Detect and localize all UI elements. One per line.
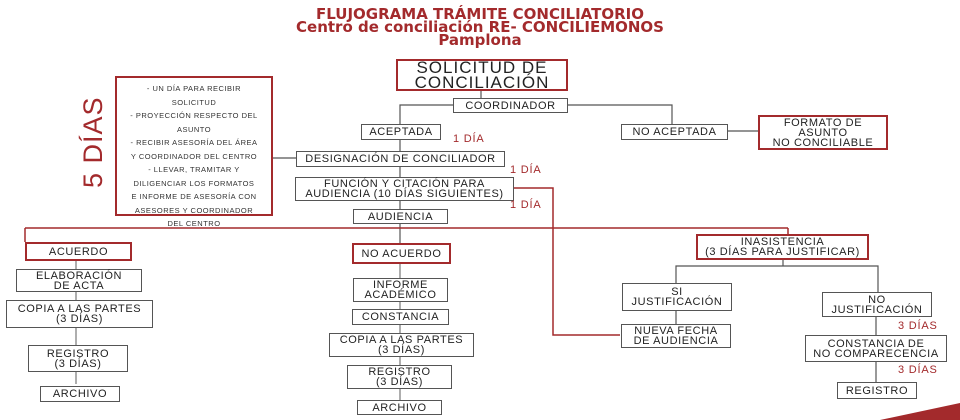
side-note-line: - RECIBIR ASESORÍA DEL ÁREA [130,138,258,147]
node-registro-inasistencia: REGISTRO [837,382,917,399]
node-nueva-fecha: NUEVA FECHA DE AUDIENCIA [621,324,731,348]
side-note-line: DILIGENCIAR LOS FORMATOS [133,178,255,188]
side-note-line: SOLICITUD [171,97,217,107]
page-title: FLUJOGRAMA TRÁMITE CONCILIATORIO [316,5,644,23]
time-label: 3 DÍAS [898,364,938,376]
node-constancia-no-comparecencia: CONSTANCIA DE NO COMPARECENCIA [805,335,947,362]
side-note-line: - PROYECCIÓN RESPECTO DEL [130,111,258,120]
node-no-acuerdo-step: REGISTRO (3 DÍAS) [347,365,452,389]
side-note-line: Y COORDINADOR DEL CENTRO [130,151,258,161]
node-no-acuerdo-step: ARCHIVO [357,400,442,415]
node-audiencia: AUDIENCIA [353,209,448,224]
corner-decoration [880,403,960,420]
node-no-acuerdo: NO ACUERDO [352,243,451,264]
node-solicitud: SOLICITUD DE CONCILIACIÓN [396,59,568,91]
node-no-acuerdo-step: CONSTANCIA [352,309,449,325]
side-note-line: - UN DÍA PARA RECIBIR [146,84,242,93]
node-si-justificacion: SI JUSTIFICACIÓN [622,283,732,311]
node-acuerdo-step: REGISTRO (3 DÍAS) [28,345,128,372]
node-no-acuerdo-step: INFORME ACADÉMICO [353,278,448,302]
node-formato-no-conciliable: FORMATO DE ASUNTO NO CONCILIABLE [758,115,888,150]
side-note-box: - UN DÍA PARA RECIBIR SOLICITUD - PROYEC… [115,76,273,228]
time-label: 1 DÍA [510,164,542,176]
node-no-justificacion: NO JUSTIFICACIÓN [822,292,932,317]
side-note-line: E INFORME DE ASESORÍA CON [131,192,257,201]
node-acuerdo-step: ELABORACIÓN DE ACTA [16,269,142,292]
connector [514,187,620,336]
side-note-line: - LLEVAR, TRAMITAR Y [148,165,240,174]
node-acuerdo: ACUERDO [25,242,132,261]
time-label: 3 DÍAS [898,320,938,332]
node-no-acuerdo-step: COPIA A LAS PARTES (3 DÍAS) [329,333,474,357]
node-funcion-citacion: FUNCIÓN Y CITACIÓN PARA AUDIENCIA (10 DÍ… [295,177,514,201]
five-days-label: 5 DÍAS [78,96,108,188]
connector [675,265,879,292]
side-note-line: ASUNTO [176,124,212,134]
node-coordinador: COORDINADOR [453,98,568,113]
node-no-aceptada: NO ACEPTADA [621,124,728,140]
time-label: 1 DÍA [453,133,485,145]
side-note-line: ASESORES Y COORDINADOR [134,205,254,215]
connector [568,104,673,124]
side-note-line: DEL CENTRO [167,219,221,228]
node-designacion: DESIGNACIÓN DE CONCILIADOR [296,151,505,167]
connector [399,104,453,124]
time-label: 1 DÍA [510,199,542,211]
page-city: Pamplona [438,31,522,49]
node-aceptada: ACEPTADA [361,124,441,140]
page-subtitle: Centro de conciliación RE- CONCILIEMONOS [296,18,664,36]
node-acuerdo-step: COPIA A LAS PARTES (3 DÍAS) [6,300,153,328]
node-inasistencia: INASISTENCIA (3 DÍAS PARA JUSTIFICAR) [696,234,869,260]
node-acuerdo-step: ARCHIVO [40,386,120,402]
